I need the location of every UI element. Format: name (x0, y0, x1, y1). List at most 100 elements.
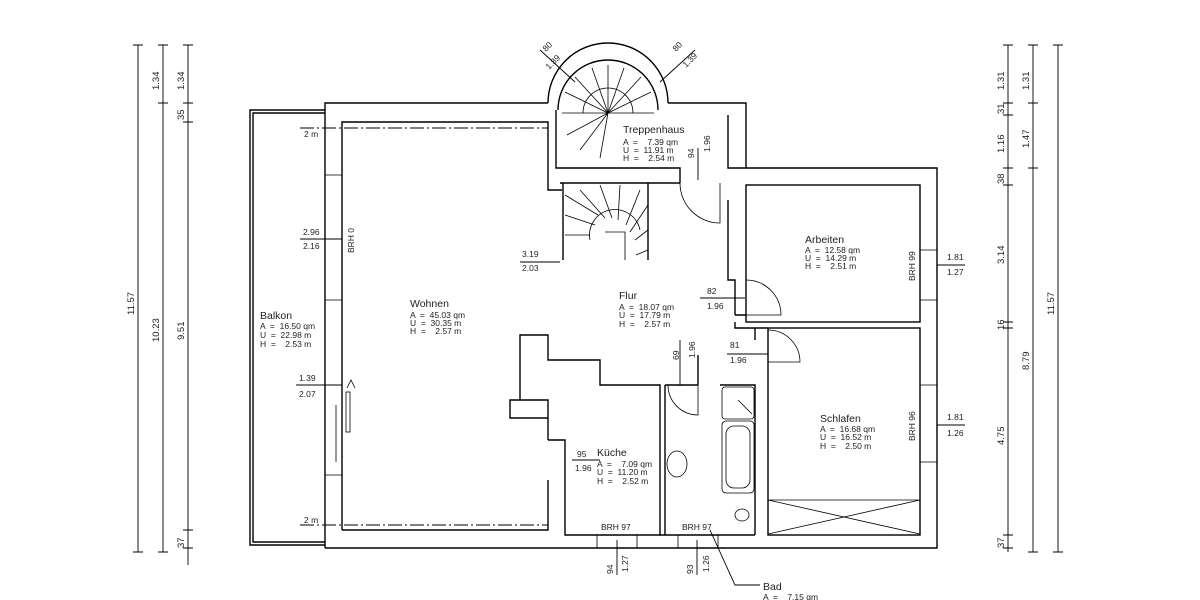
room-bad: Bad A = 7.15 qm (763, 581, 818, 600)
dim-label: 2.16 (303, 241, 320, 251)
dim-label: 11.57 (1046, 292, 1057, 315)
room-perimeter: U = 11.20 m (597, 467, 648, 477)
dim-label: 1.81 (947, 412, 964, 422)
walls (249, 42, 938, 549)
dim-ticks (133, 44, 1063, 553)
axis-lines (300, 127, 548, 526)
bathtub-inner (725, 425, 751, 489)
leader-lines (296, 49, 965, 586)
dim-label: BRH 96 (907, 411, 917, 441)
toilet (734, 508, 750, 522)
dim-label: 4.75 (996, 427, 1007, 446)
room-perimeter: U = 22.98 m (260, 330, 311, 340)
room-name: Küche (597, 447, 627, 459)
dim-label: 80 (670, 39, 684, 53)
wardrobe (767, 499, 921, 535)
dim-label: 1.31 (1021, 72, 1032, 91)
room-name: Schlafen (820, 413, 861, 425)
room-area: A = 7.39 qm (623, 137, 678, 147)
dim-label: 1.39 (299, 373, 316, 383)
room-height: H = 2.50 m (820, 441, 871, 451)
room-height: H = 2.57 m (619, 319, 670, 329)
dim-label: BRH 97 (682, 522, 712, 532)
dim-label: 8.79 (1021, 352, 1032, 371)
doors (667, 182, 801, 416)
dim-label: 3.19 (522, 249, 539, 259)
dim-label: 37 (176, 537, 187, 548)
dim-label: 95 (577, 449, 587, 459)
room-name: Treppenhaus (623, 124, 685, 136)
dim-label: 1.96 (687, 341, 697, 358)
dim-label: 69 (671, 350, 681, 360)
dim-label: 16 (996, 319, 1007, 330)
stairs (562, 65, 654, 260)
room-height: H = 2.53 m (260, 339, 311, 349)
dim-label: 38 (996, 173, 1007, 184)
dim-label: 1.81 (947, 252, 964, 262)
dim-label: 1.26 (947, 428, 964, 438)
room-area: A = 45.03 qm (410, 310, 465, 320)
room-name: Wohnen (410, 298, 449, 310)
dim-label: 9.51 (176, 322, 187, 341)
room-area: A = 16.50 qm (260, 321, 315, 331)
room-area: A = 16.68 qm (820, 424, 875, 434)
room-area: A = 7.09 qm (597, 459, 652, 469)
room-perimeter: U = 14.29 m (805, 253, 856, 263)
dim-label: 80 (540, 39, 554, 53)
door-leaf (345, 391, 351, 433)
dim-label: 2.03 (522, 263, 539, 273)
dim-label: BRH 97 (601, 522, 631, 532)
room-height: H = 2.54 m (623, 153, 674, 163)
bad-wall (660, 355, 756, 536)
dim-label: 81 (730, 340, 740, 350)
dim-label: 1.34 (151, 72, 162, 91)
room-name: Arbeiten (805, 234, 844, 246)
dim-label: 35 (176, 109, 187, 120)
room-area: A = 12.58 qm (805, 245, 860, 255)
dim-label: 93 (685, 564, 695, 574)
dim-label: 11.57 (126, 292, 137, 315)
wohnen-wall (341, 121, 562, 530)
dim-label: 3.14 (996, 246, 1007, 265)
dim-label: 94 (605, 564, 615, 574)
dim-label: 1.96 (575, 463, 592, 473)
dim-label: 1.39 (680, 50, 699, 69)
room-name: Bad (763, 581, 782, 593)
kueche-wall (342, 334, 661, 536)
door-treppenhaus (679, 182, 721, 224)
room-perimeter: U = 11.91 m (623, 145, 674, 155)
dim-label: 94 (686, 148, 696, 158)
flur-wall (734, 314, 768, 340)
dim-label: BRH 0 (346, 228, 356, 253)
stair-tower-inner (557, 59, 659, 111)
room-name: Flur (619, 290, 638, 302)
room-perimeter: U = 30.35 m (410, 318, 461, 328)
door-arbeiten (745, 279, 782, 316)
stair-tower-outer (547, 42, 669, 104)
treppenhaus-wall (555, 110, 746, 315)
dim-label: 1.47 (1021, 130, 1032, 149)
spiral-stair-handrail (582, 87, 634, 114)
room-labels: Treppenhaus A = 7.39 qm U = 11.91 m H = … (260, 124, 875, 600)
dim-label: 37 (996, 537, 1007, 548)
room-height: H = 2.52 m (597, 476, 648, 486)
sink (666, 450, 688, 478)
vertical-dim-lines (137, 45, 1059, 565)
room-perimeter: U = 16.52 m (820, 432, 871, 442)
dim-label: 1.96 (707, 301, 724, 311)
room-area: A = 18.07 qm (619, 302, 674, 312)
dim-label: 2 m (304, 515, 318, 525)
room-schlafen: Schlafen A = 16.68 qm U = 16.52 m H = 2.… (820, 413, 875, 451)
dim-label: BRH 99 (907, 251, 917, 281)
dim-label: 10.23 (151, 318, 162, 342)
room-perimeter: U = 17.79 m (619, 310, 670, 320)
arbeiten-wall (745, 184, 921, 323)
room-treppenhaus: Treppenhaus A = 7.39 qm U = 11.91 m H = … (623, 124, 685, 163)
spiral-stair-treads (562, 65, 654, 159)
shower (721, 386, 755, 420)
dim-label: 31 (996, 103, 1007, 114)
dimension-labels: 11.57 1.34 10.23 1.34 35 9.51 37 1.31 31… (126, 39, 1057, 574)
room-balkon: Balkon A = 16.50 qm U = 22.98 m H = 2.53… (260, 310, 315, 349)
schlafen-wall (767, 327, 921, 536)
room-wohnen: Wohnen A = 45.03 qm U = 30.35 m H = 2.57… (410, 298, 465, 336)
